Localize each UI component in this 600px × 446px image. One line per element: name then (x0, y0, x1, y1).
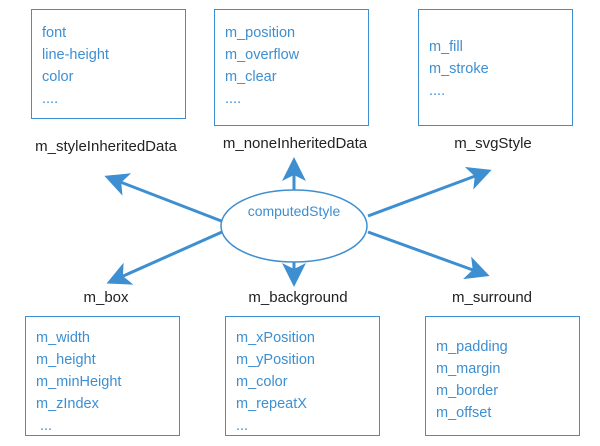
none-inherited-data-box: m_position m_overflow m_clear .... (214, 9, 369, 126)
list-item: m_zIndex (36, 396, 99, 412)
box-box: m_width m_height m_minHeight m_zIndex ..… (25, 316, 180, 436)
list-item: m_minHeight (36, 374, 122, 390)
style-inherited-data-box: font line-height color .... (31, 9, 186, 119)
background-box: m_xPosition m_yPosition m_color m_repeat… (225, 316, 380, 436)
list-item: ... (236, 418, 249, 434)
list-item: font (42, 25, 67, 41)
list-item: line-height (42, 47, 109, 63)
surround-caption: m_surround (451, 289, 533, 306)
computed-style-ellipse (220, 189, 368, 263)
arrow-to-style-inherited (104, 173, 225, 224)
list-item: m_height (36, 352, 96, 368)
list-item: m_color (236, 374, 288, 390)
arrow-to-box (106, 230, 223, 285)
list-item: m_margin (436, 361, 501, 377)
svg-style-box: m_fill m_stroke .... (418, 9, 573, 126)
none-inherited-data-caption: m_noneInheritedData (222, 135, 368, 152)
list-item: color (42, 69, 74, 85)
list-item: m_border (436, 383, 499, 399)
list-item: m_overflow (225, 47, 300, 63)
list-item: m_padding (436, 339, 508, 355)
computed-style-label: computedStyle (247, 203, 341, 219)
list-item: .... (429, 83, 446, 99)
background-caption: m_background (248, 289, 348, 306)
box-caption: m_box (83, 289, 129, 306)
list-item: m_clear (225, 69, 277, 85)
list-item: m_stroke (429, 61, 489, 77)
style-inherited-data-caption: m_styleInheritedData (35, 138, 177, 155)
list-item: .... (42, 91, 59, 107)
list-item: m_xPosition (236, 330, 315, 346)
list-item: m_fill (429, 39, 463, 55)
arrow-to-svg-style (367, 167, 492, 218)
list-item: ... (40, 418, 53, 434)
list-item: m_width (36, 330, 90, 346)
list-item: m_repeatX (236, 396, 307, 412)
list-item: m_position (225, 25, 296, 41)
arrow-to-surround (367, 230, 490, 280)
svg-style-caption: m_svgStyle (454, 135, 532, 152)
list-item: .... (225, 91, 242, 107)
list-item: m_yPosition (236, 352, 315, 368)
list-item: m_offset (436, 405, 492, 421)
surround-box: m_padding m_margin m_border m_offset (425, 316, 580, 436)
